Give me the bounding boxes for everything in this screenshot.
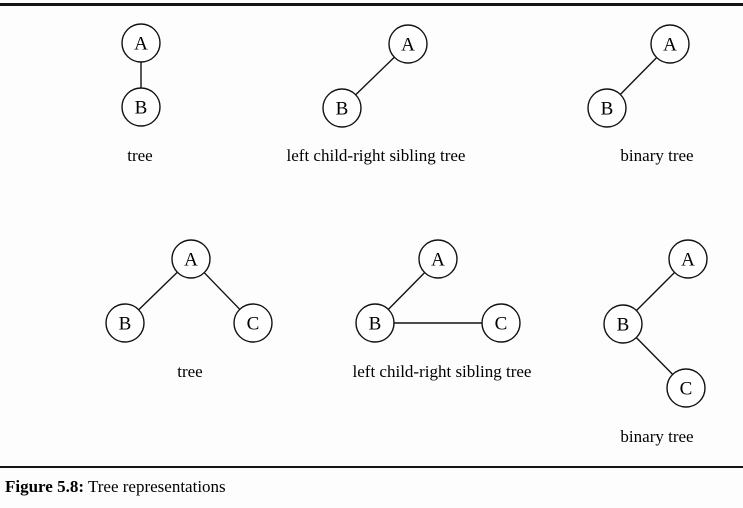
tree-node-A xyxy=(121,23,161,63)
tree-node-B xyxy=(322,88,362,128)
top-divider-rule xyxy=(0,3,743,6)
tree-node-C xyxy=(666,368,706,408)
figure-title: Tree representations xyxy=(84,477,226,496)
figure-number: Figure 5.8: xyxy=(5,477,85,496)
tree-node-label-C: C xyxy=(495,314,508,335)
tree-node-C xyxy=(233,303,273,343)
tree-edge-A-B xyxy=(387,271,426,311)
tree-node-label-A: A xyxy=(663,35,677,56)
tree-node-label-B: B xyxy=(601,99,614,120)
tree-node-label-B: B xyxy=(617,315,630,336)
tree-node-A xyxy=(668,239,708,279)
tree-edge-A-B xyxy=(619,56,658,96)
tree-node-B xyxy=(105,303,145,343)
tree-node-label-B: B xyxy=(119,314,132,335)
tree-panel-caption-tree: tree xyxy=(177,362,202,381)
tree-edge-A-B xyxy=(635,271,676,312)
tree-node-label-A: A xyxy=(431,250,445,271)
tree-edge-A-C xyxy=(203,271,241,311)
tree-node-label-B: B xyxy=(369,314,382,335)
tree-panel-caption-tree: tree xyxy=(127,146,152,165)
tree-node-A xyxy=(650,24,690,64)
tree-node-label-C: C xyxy=(247,314,260,335)
tree-node-label-A: A xyxy=(184,250,198,271)
caption-divider-rule xyxy=(0,466,743,468)
tree-node-B xyxy=(355,303,395,343)
tree-node-B xyxy=(121,87,161,127)
tree-edge-B-C xyxy=(635,336,674,376)
tree-panel-caption-binary-tree: binary tree xyxy=(620,427,693,446)
tree-panel-caption-left-child-right-sibling-tree: left child-right sibling tree xyxy=(353,362,532,381)
figure-caption: Figure 5.8: Tree representations xyxy=(5,476,226,498)
tree-node-B xyxy=(587,88,627,128)
tree-node-A xyxy=(171,239,211,279)
tree-panel-caption-left-child-right-sibling-tree: left child-right sibling tree xyxy=(287,146,466,165)
tree-panel-caption-binary-tree: binary tree xyxy=(620,146,693,165)
tree-node-label-B: B xyxy=(336,99,349,120)
tree-node-label-B: B xyxy=(135,98,148,119)
tree-edge-A-B xyxy=(354,56,396,96)
tree-node-label-C: C xyxy=(680,379,693,400)
tree-node-C xyxy=(481,303,521,343)
tree-edge-A-B xyxy=(137,271,179,311)
tree-node-label-A: A xyxy=(134,34,148,55)
tree-node-A xyxy=(388,24,428,64)
tree-node-label-A: A xyxy=(401,35,415,56)
tree-node-B xyxy=(603,304,643,344)
tree-node-A xyxy=(418,239,458,279)
tree-node-label-A: A xyxy=(681,250,695,271)
